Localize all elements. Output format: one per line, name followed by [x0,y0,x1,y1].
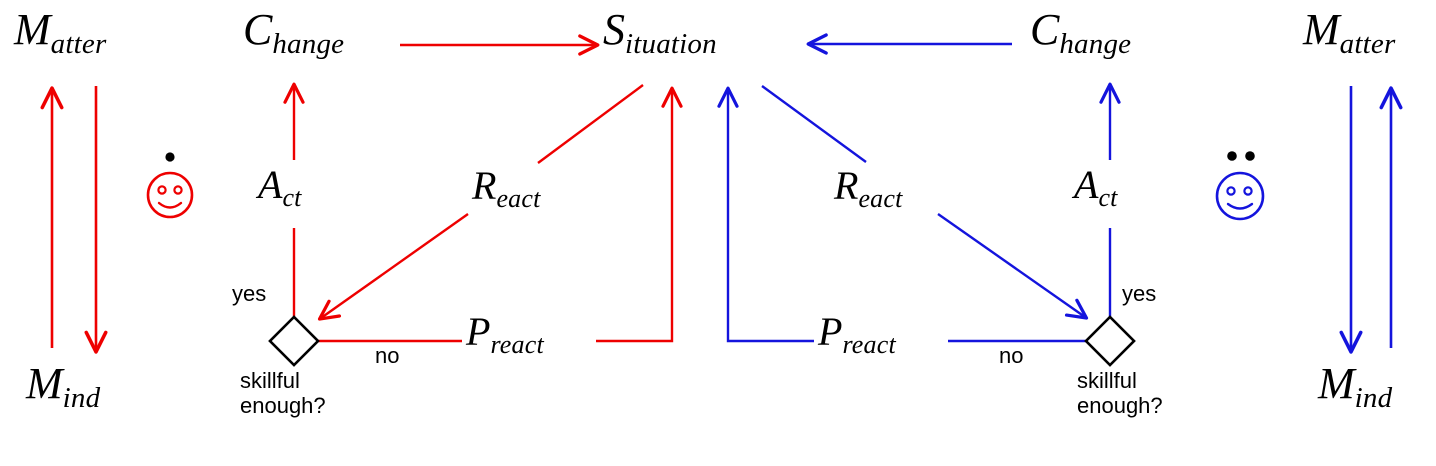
blue-no-label: no [999,343,1024,368]
blue-preact-sub: react [842,330,896,359]
blue-thought-dot-1 [1227,151,1237,161]
red-mind-sub: ind [62,382,101,414]
red-preact-to-situation-arrow [596,86,683,343]
red-preact-sub: react [490,330,544,359]
blue-react-sub: eact [858,184,903,213]
blue-act-sub: ct [1098,183,1118,212]
red-decision-question: skillful enough? [240,368,360,419]
blue-situation-to-react-line [761,85,867,163]
red-decision-diamond [268,315,320,367]
red-thought-dot-1 [165,152,175,162]
blue-preact-label: Preact [818,309,896,358]
blue-change-sub: hange [1059,28,1132,60]
red-act-sub: ct [282,183,302,212]
red-react-label: React [472,163,541,212]
blue-matter-label: Matter [1303,5,1395,59]
situation-sub: ituation [625,28,717,60]
blue-smiley-face-icon [1215,151,1265,221]
blue-preact-to-situation-arrow [717,86,814,343]
blue-mind-sub: ind [1354,382,1393,414]
red-matter-cap: M [14,5,51,54]
red-react-sub: eact [496,184,541,213]
red-smiley-face-icon [146,152,194,219]
red-situation-to-react-line [537,84,644,164]
red-preact-cap: P [466,309,491,354]
red-mind-label: Mind [26,359,100,413]
blue-act-label: Act [1074,162,1118,211]
red-yes-label: yes [232,281,267,306]
red-matter-sub: atter [50,28,107,60]
blue-react-cap: R [834,163,859,208]
red-act-cap: A [258,162,283,207]
red-matter-label: Matter [14,5,106,59]
blue-matter-sub: atter [1339,28,1396,60]
blue-change-cap: C [1030,5,1060,54]
blue-matter-cap: M [1303,5,1340,54]
blue-mind-cap: M [1318,359,1355,408]
blue-decision-question: skillful enough? [1077,368,1207,419]
red-change-sub: hange [272,28,345,60]
blue-mind-label: Mind [1318,359,1392,413]
blue-yes-label: yes [1122,281,1157,306]
red-decision-question-line2: enough? [240,393,326,419]
blue-decision-diamond [1084,315,1136,367]
red-react-to-decision-arrow [317,213,469,321]
situation-label: Situation [603,5,717,59]
red-no-label: no [375,343,400,368]
blue-preact-cap: P [818,309,843,354]
red-mind-cap: M [26,359,63,408]
blue-change-label: Change [1030,5,1131,59]
blue-decision-question-line2: enough? [1077,393,1163,419]
blue-react-to-decision-arrow [937,213,1089,320]
red-change-cap: C [243,5,273,54]
blue-act-cap: A [1074,162,1099,207]
situation-cap: S [603,5,625,54]
red-decision-question-line1: skillful [240,368,300,393]
blue-decision-question-line1: skillful [1077,368,1137,393]
red-change-label: Change [243,5,344,59]
red-react-cap: R [472,163,497,208]
blue-react-label: React [834,163,903,212]
red-preact-label: Preact [466,309,544,358]
red-act-label: Act [258,162,302,211]
blue-thought-dot-2 [1245,151,1255,161]
